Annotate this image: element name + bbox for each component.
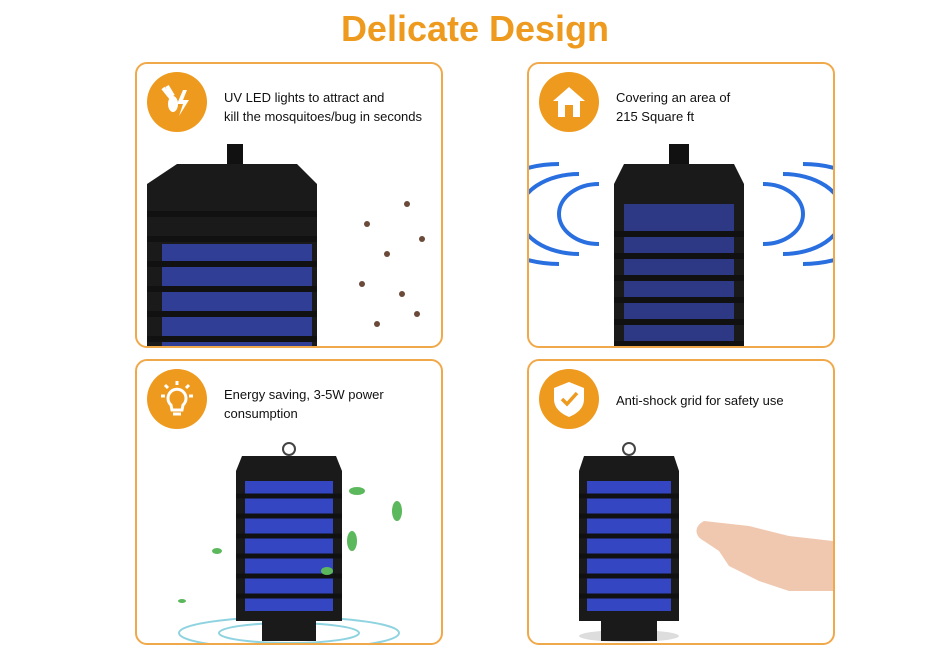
feature-text: Energy saving, 3-5W power	[224, 387, 384, 402]
feature-text: Covering an area of	[616, 90, 731, 105]
feature-card-coverage: Covering an area of 215 Square ft	[527, 62, 835, 348]
feature-text: Anti-shock grid for safety use	[616, 393, 784, 408]
shield-check-icon	[539, 369, 599, 429]
feature-text: consumption	[224, 406, 298, 421]
page-title: Delicate Design	[340, 8, 610, 49]
feature-text: UV LED lights to attract and	[224, 90, 385, 105]
feature-card-energy: Energy saving, 3-5W power consumption	[135, 359, 443, 645]
lamp-closeup-image	[147, 144, 425, 346]
lightbulb-icon	[147, 369, 207, 429]
bug-zap-icon	[147, 72, 207, 132]
feature-card-safety: Anti-shock grid for safety use	[527, 359, 835, 645]
feature-card-uv-led: UV LED lights to attract and kill the mos…	[135, 62, 443, 348]
lamp-energy-image	[178, 442, 402, 643]
lamp-safety-image	[579, 442, 833, 642]
house-icon	[539, 72, 599, 132]
lamp-coverage-image	[529, 144, 833, 346]
feature-text: 215 Square ft	[616, 109, 695, 124]
feature-text: kill the mosquitoes/bug in seconds	[224, 109, 423, 124]
